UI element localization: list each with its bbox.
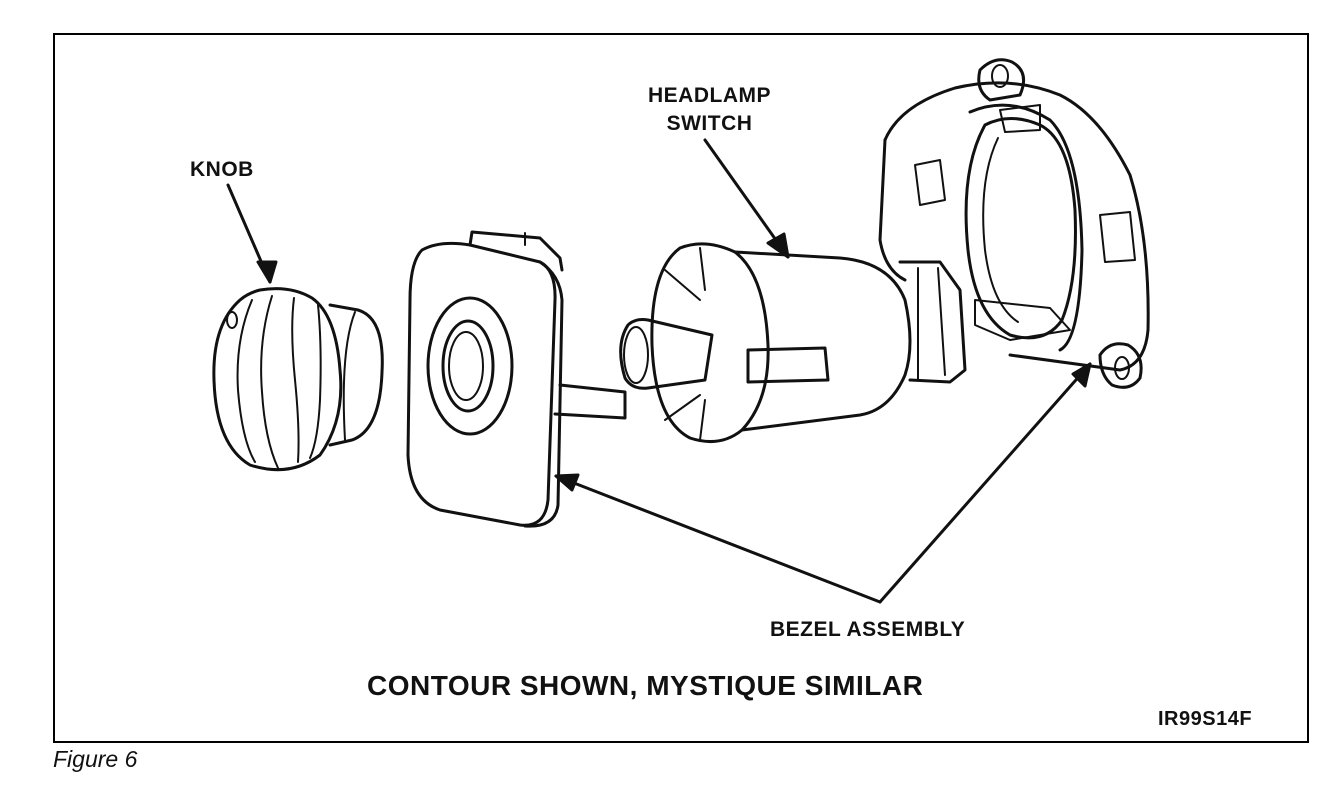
headlamp-switch-label: HEADLAMP SWITCH xyxy=(648,82,771,138)
headlamp-switch-label-line1: HEADLAMP xyxy=(648,84,771,107)
figure-id: IR99S14F xyxy=(1158,708,1253,730)
figure-caption: CONTOUR SHOWN, MYSTIQUE SIMILAR xyxy=(367,670,924,701)
knob-part xyxy=(212,287,384,472)
bezel-assembly-label: BEZEL ASSEMBLY xyxy=(770,618,966,641)
figure-frame xyxy=(53,33,1309,743)
bezel-part xyxy=(406,230,627,528)
knob-leader-arrow xyxy=(226,183,278,284)
bezel-leader-arrows xyxy=(554,362,1092,604)
figure-number: Figure 6 xyxy=(53,746,138,772)
bezel-housing-part xyxy=(878,58,1150,389)
knob-label: KNOB xyxy=(190,158,254,181)
headlamp-switch-leader-arrow xyxy=(703,138,790,259)
headlamp-switch-part xyxy=(619,242,967,444)
headlamp-switch-label-line2: SWITCH xyxy=(666,112,753,135)
